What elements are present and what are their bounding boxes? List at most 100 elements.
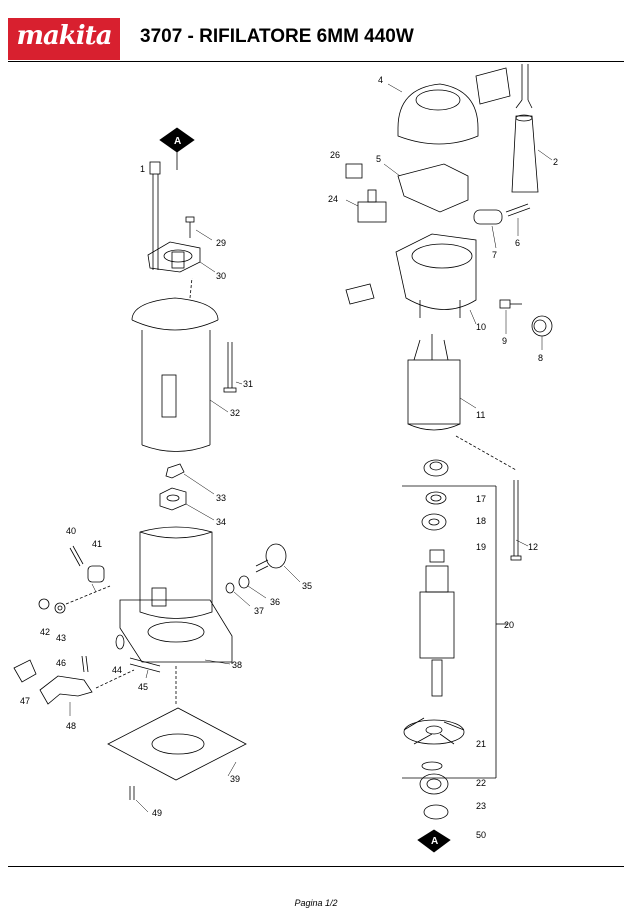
part-46-pin (81, 655, 89, 673)
callout-8: 8 (538, 353, 543, 363)
callout-22: 22 (476, 778, 486, 788)
callout-29: 29 (216, 238, 226, 248)
part-10-housing (395, 233, 477, 325)
part-39-baseplate (107, 666, 247, 781)
callout-1: 1 (140, 164, 145, 174)
part-23-bearing (419, 773, 449, 795)
part-5-cover (383, 163, 469, 213)
callout-11: 11 (476, 410, 485, 420)
part-18-bearing (425, 491, 447, 505)
callout-37: 37 (254, 606, 264, 616)
callout-2: 2 (553, 157, 558, 167)
part-22-ring (421, 761, 443, 771)
part-26-terminal (345, 163, 363, 179)
part-29-screw (185, 216, 213, 241)
callout-4: 4 (378, 75, 383, 85)
label-plate (475, 67, 511, 105)
callout-31: 31 (243, 379, 253, 389)
callout-44: 44 (112, 665, 122, 675)
part-36-washer (238, 575, 267, 599)
reference-flag-bottom (417, 829, 451, 853)
callout-10: 10 (476, 322, 486, 332)
page-title: 3707 - RIFILATORE 6MM 440W (140, 26, 414, 47)
part-1-holder (149, 161, 161, 270)
callout-32: 32 (230, 408, 240, 418)
callout-23: 23 (476, 801, 486, 811)
callout-41: 41 (92, 539, 102, 549)
part-19-ring (421, 513, 447, 531)
flag-bottom-label: A (431, 836, 438, 847)
part-37-washer (225, 582, 251, 607)
callout-49: 49 (152, 808, 162, 818)
callout-46: 46 (56, 658, 66, 668)
part-31-screw (223, 342, 243, 393)
part-35-knob (255, 543, 301, 583)
callout-30: 30 (216, 271, 226, 281)
header-divider (8, 61, 624, 62)
part-44-washer (115, 634, 125, 650)
part-8-cap (531, 315, 553, 350)
part-48-lever (39, 675, 93, 716)
callout-5: 5 (376, 154, 381, 164)
callout-42: 42 (40, 627, 50, 637)
part-41-roller (87, 565, 105, 593)
part-12-screw (455, 435, 529, 561)
callout-24: 24 (328, 194, 338, 204)
part-6-screw (505, 203, 531, 236)
callout-9: 9 (502, 336, 507, 346)
page-number: Pagina 1/2 (294, 898, 338, 908)
callout-39: 39 (230, 774, 240, 784)
footer-divider (8, 866, 624, 867)
part-17-bearing (423, 459, 449, 477)
armature-bracket (402, 485, 508, 779)
part-4-cover (387, 83, 479, 145)
callout-47: 47 (20, 696, 30, 706)
makita-logo: makita (8, 18, 120, 60)
logo-text: makita (16, 21, 112, 51)
part-2-cord-guard (511, 114, 553, 193)
part-11-field (407, 334, 477, 431)
part-50-ring (423, 804, 449, 820)
callout-50: 50 (476, 830, 486, 840)
callout-26: 26 (330, 150, 340, 160)
label-plate-small (345, 283, 375, 305)
callout-17: 17 (476, 494, 486, 504)
flag-top-label: A (174, 136, 181, 147)
callout-12: 12 (528, 542, 538, 552)
part-45-bolt (129, 657, 161, 679)
callout-21: 21 (476, 739, 486, 749)
callout-33: 33 (216, 493, 226, 503)
callout-7: 7 (492, 250, 497, 260)
part-1-cord (515, 64, 533, 109)
callout-6: 6 (515, 238, 520, 248)
callout-19: 19 (476, 542, 486, 552)
callout-48: 48 (66, 721, 76, 731)
reference-flag-top (159, 127, 195, 170)
callout-35: 35 (302, 581, 312, 591)
part-47-block (13, 659, 37, 683)
callout-18: 18 (476, 516, 486, 526)
callout-36: 36 (270, 597, 280, 607)
part-40-pin (69, 545, 84, 567)
part-42-nut (38, 598, 50, 610)
callout-38: 38 (232, 660, 242, 670)
callout-34: 34 (216, 517, 226, 527)
part-24-switch (345, 189, 387, 223)
part-7-brush-cap (473, 209, 503, 249)
callout-43: 43 (56, 633, 66, 643)
part-20-armature (419, 549, 455, 697)
part-30-bracket (147, 241, 216, 273)
callout-45: 45 (138, 682, 148, 692)
part-38-base (119, 526, 233, 665)
callout-40: 40 (66, 526, 76, 536)
callout-20: 20 (504, 620, 514, 630)
part-33-nut (165, 463, 215, 495)
part-49-screw (129, 786, 149, 813)
part-9-brush (499, 299, 522, 334)
part-34-locknut (159, 487, 215, 521)
part-21-fan (403, 717, 465, 745)
part-43-washer (54, 602, 66, 614)
part-32-housing (131, 277, 229, 452)
